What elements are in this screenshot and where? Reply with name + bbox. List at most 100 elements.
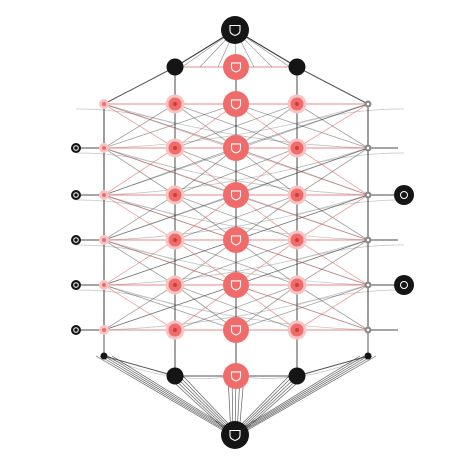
edge xyxy=(75,289,176,306)
central-node-disc xyxy=(223,227,249,253)
central-node-disc xyxy=(223,182,249,208)
corner-node xyxy=(288,58,306,76)
terminal-node-disc xyxy=(394,275,414,295)
outer-node-core xyxy=(366,283,370,287)
central-node xyxy=(223,227,249,253)
edge xyxy=(75,199,176,216)
corner-node-disc xyxy=(166,58,184,76)
central-node xyxy=(223,135,249,161)
terminal-node-ring xyxy=(73,237,79,243)
edge xyxy=(296,239,369,286)
inner-node xyxy=(165,185,185,205)
terminal-node-ring xyxy=(73,145,79,151)
edge xyxy=(174,194,298,241)
inner-node-core xyxy=(295,102,299,106)
terminal-node-ring xyxy=(73,327,79,333)
terminal-node xyxy=(71,143,81,153)
terminal-node-disc xyxy=(71,280,81,290)
inner-node xyxy=(287,185,307,205)
inner-node-core xyxy=(173,238,177,242)
corner-dot-node xyxy=(364,352,372,360)
outer-node xyxy=(364,281,372,289)
corner-node-disc xyxy=(288,367,306,385)
edge xyxy=(111,355,240,436)
edge xyxy=(235,147,369,196)
inner-node xyxy=(287,275,307,295)
outer-node-core xyxy=(102,193,106,197)
terminal-node-disc xyxy=(71,325,81,335)
inner-node-core xyxy=(295,328,299,332)
inner-node xyxy=(287,320,307,340)
terminal-node-ring xyxy=(73,192,79,198)
edge xyxy=(296,152,405,169)
edge xyxy=(107,355,238,436)
corner-node xyxy=(288,367,306,385)
inner-node-core xyxy=(173,328,177,332)
bottom-hub-node-disc xyxy=(221,421,249,449)
central-node xyxy=(223,91,249,117)
inner-node-core xyxy=(295,146,299,150)
edge xyxy=(174,284,298,331)
shield-icon xyxy=(230,99,242,110)
edge xyxy=(103,239,176,286)
inner-node-core xyxy=(173,283,177,287)
corner-node xyxy=(166,58,184,76)
edge xyxy=(95,355,232,436)
edge xyxy=(103,147,176,196)
edge xyxy=(296,66,369,105)
terminal-node xyxy=(71,280,81,290)
terminal-node xyxy=(394,275,414,295)
outer-node xyxy=(99,235,109,245)
shield-icon xyxy=(230,143,242,154)
inner-node xyxy=(165,275,185,295)
central-node-disc xyxy=(223,54,249,80)
outer-node xyxy=(364,326,372,334)
edge xyxy=(234,375,298,436)
outer-node xyxy=(364,144,372,152)
terminal-node-disc xyxy=(394,185,414,205)
edge xyxy=(103,194,176,241)
edge xyxy=(103,284,237,331)
inner-node xyxy=(165,138,185,158)
inner-node xyxy=(287,94,307,114)
outer-node-core xyxy=(102,328,106,332)
edge xyxy=(296,108,405,125)
central-node xyxy=(223,54,249,80)
shield-icon xyxy=(229,429,241,442)
outer-node-core xyxy=(366,146,370,150)
terminal-node-disc xyxy=(71,235,81,245)
edge xyxy=(296,103,369,149)
edge xyxy=(232,355,365,436)
outer-node xyxy=(364,100,372,108)
outer-node-core xyxy=(366,193,370,197)
central-node-disc xyxy=(223,363,249,389)
shield-icon xyxy=(230,190,242,201)
outer-node xyxy=(99,190,109,200)
central-node-disc xyxy=(223,91,249,117)
edge xyxy=(174,103,298,149)
edge xyxy=(235,103,369,149)
inner-node xyxy=(165,320,185,340)
edge xyxy=(174,147,298,196)
edge xyxy=(103,103,237,149)
outer-node xyxy=(364,191,372,199)
edge xyxy=(230,355,361,436)
edge xyxy=(296,284,369,331)
terminal-node xyxy=(71,235,81,245)
top-hub-node xyxy=(221,16,249,44)
edge xyxy=(103,66,176,105)
edge xyxy=(174,147,298,196)
outer-node xyxy=(99,143,109,153)
edge xyxy=(174,239,298,286)
edge xyxy=(235,103,369,149)
edge xyxy=(296,244,405,261)
shield-icon xyxy=(230,235,242,246)
outer-node-core xyxy=(102,102,106,106)
central-node-disc xyxy=(223,272,249,298)
edge xyxy=(296,355,369,377)
shield-icon xyxy=(230,371,242,382)
terminal-node-ring xyxy=(400,191,408,199)
outer-node-core xyxy=(366,328,370,332)
